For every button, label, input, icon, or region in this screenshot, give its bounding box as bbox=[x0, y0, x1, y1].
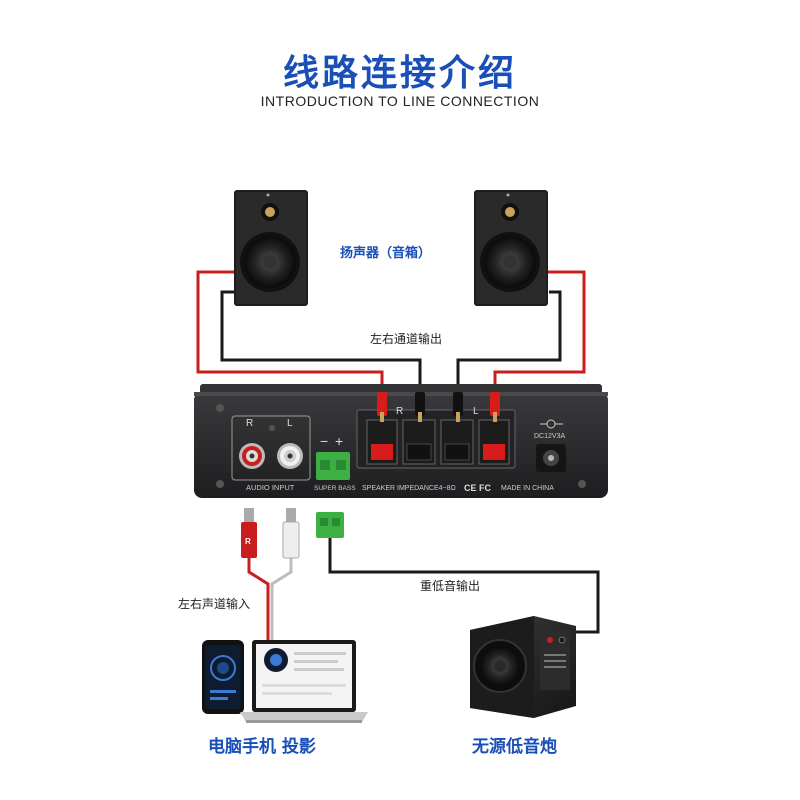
page-subtitle: INTRODUCTION TO LINE CONNECTION bbox=[260, 93, 540, 109]
devices-label: 电脑手机 投影 bbox=[208, 736, 316, 757]
right-speaker-black-wire bbox=[456, 290, 562, 395]
amplifier bbox=[194, 384, 608, 498]
super-bass-label: SUPER BASS bbox=[314, 485, 356, 492]
lr-input-label: 左右声道输入 bbox=[178, 596, 250, 611]
right-speaker bbox=[474, 190, 548, 306]
rca-cable-plugs bbox=[241, 508, 300, 640]
ce-fc-label: CE FC bbox=[464, 483, 492, 493]
speakers-label: 扬声器（音箱） bbox=[340, 245, 431, 261]
amp-input-l-label: L bbox=[287, 418, 293, 429]
amp-input-r-label: R bbox=[246, 418, 253, 429]
sub-output-label: 重低音输出 bbox=[420, 578, 480, 593]
impedance-label: SPEAKER IMPEDANCE4~8Ω bbox=[362, 485, 456, 492]
audio-input-label: AUDIO INPUT bbox=[246, 483, 295, 492]
plug-r-label: R bbox=[245, 537, 251, 546]
banana-plugs bbox=[377, 392, 500, 422]
bass-plus-label: + bbox=[335, 433, 343, 449]
smartphone bbox=[202, 640, 244, 714]
dc-label: DC12V3A bbox=[534, 433, 565, 440]
lr-output-label: 左右通道输出 bbox=[370, 331, 442, 346]
left-speaker bbox=[234, 190, 308, 306]
made-in-label: MADE IN CHINA bbox=[501, 485, 554, 492]
terminal-l-label: L bbox=[473, 406, 479, 417]
subwoofer bbox=[470, 616, 576, 718]
bass-minus-label: − bbox=[320, 433, 328, 449]
terminal-r-label: R bbox=[396, 406, 403, 417]
sub-cable bbox=[316, 512, 600, 634]
right-speaker-red-wire bbox=[493, 270, 586, 395]
left-speaker-black-wire bbox=[220, 290, 422, 395]
laptop bbox=[240, 640, 368, 723]
page-title: 线路连接介绍 bbox=[282, 53, 517, 94]
left-speaker-red-wire bbox=[196, 270, 384, 395]
subwoofer-label: 无源低音炮 bbox=[471, 736, 557, 757]
